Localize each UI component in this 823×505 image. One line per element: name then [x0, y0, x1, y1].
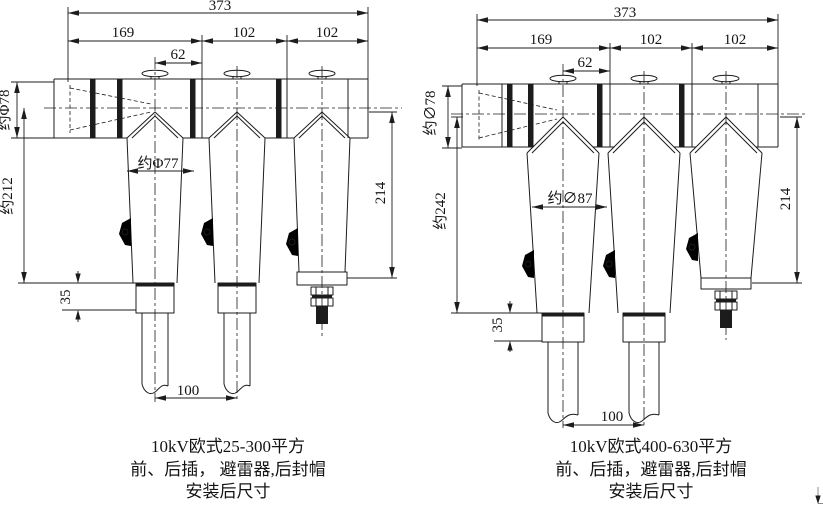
dim-section-3: 102 [724, 32, 747, 48]
dim-section-2: 102 [640, 32, 663, 48]
dim-overall-height: 约242 [432, 192, 449, 230]
left-dimension-lines [14, 10, 395, 401]
right-caption: 10kV欧式400-630平方 前、后插，避雷器,后封帽 安装后尺寸 [555, 437, 746, 501]
left-caption: 10kV欧式25-300平方 前、后插， 避雷器,后封帽 安装后尺寸 [130, 437, 326, 501]
right-extension-lines [442, 14, 802, 342]
right-surge-arrester [686, 152, 763, 328]
test-point-cap [308, 69, 336, 79]
right-cable-plug-1 [522, 152, 600, 424]
caption-line-2: 前、后插，避雷器,后封帽 [555, 460, 746, 479]
dim-total-width: 373 [614, 5, 637, 21]
test-point-cap [549, 74, 577, 84]
dim-section-3: 102 [316, 25, 339, 41]
dim-total-width: 373 [209, 0, 232, 14]
caption-line-3: 安装后尺寸 [186, 482, 271, 501]
left-centerlines [44, 57, 402, 402]
caption-line-3: 安装后尺寸 [609, 482, 694, 501]
test-point-cap [141, 69, 169, 79]
right-cable-plug-2 [603, 152, 681, 424]
test-point-cap [712, 74, 740, 84]
right-dimension-lines [445, 17, 800, 428]
dim-arrester-height: 214 [373, 181, 389, 204]
right-elbow-assembly [461, 74, 779, 154]
caption-line-1: 10kV欧式25-300平方 [151, 437, 305, 456]
right-diagram: 373 169 102 102 62 约∅87 约∅78 约242 214 35… [422, 5, 806, 501]
dim-elbow-offset: 62 [171, 47, 186, 63]
dim-gland-height: 35 [490, 318, 506, 333]
left-cable-plug-2 [201, 137, 266, 395]
left-diagram: 373 169 102 102 62 约Φ77 约Φ78 约212 214 35… [0, 0, 402, 501]
dim-phase-spacing: 100 [601, 409, 624, 425]
dim-rear-plug-diameter: 约Φ78 [0, 90, 13, 131]
caption-line-2: 前、后插， 避雷器,后封帽 [130, 460, 326, 479]
dim-elbow-offset: 62 [578, 55, 593, 71]
dim-arrester-height: 214 [778, 187, 794, 210]
left-extension-lines [11, 7, 397, 311]
left-surge-arrester [286, 137, 351, 324]
dim-gland-height: 35 [58, 290, 74, 305]
test-point-cap [223, 69, 251, 79]
dim-overall-height: 约212 [0, 177, 16, 215]
dim-body-diameter: 约Φ77 [138, 155, 179, 172]
stray-cursor-mark [815, 487, 823, 504]
dim-body-diameter: 约∅87 [547, 190, 593, 207]
dim-rear-plug-diameter: 约∅78 [422, 90, 439, 135]
dim-phase-spacing: 100 [177, 383, 200, 399]
left-elbow-assembly [53, 69, 369, 139]
dim-section-2: 102 [233, 25, 256, 41]
dim-section-1: 169 [530, 32, 553, 48]
caption-line-1: 10kV欧式400-630平方 [570, 437, 732, 456]
test-point-cap [630, 74, 658, 84]
left-cable-plug-1 [119, 137, 184, 395]
dim-section-1: 169 [112, 25, 135, 41]
